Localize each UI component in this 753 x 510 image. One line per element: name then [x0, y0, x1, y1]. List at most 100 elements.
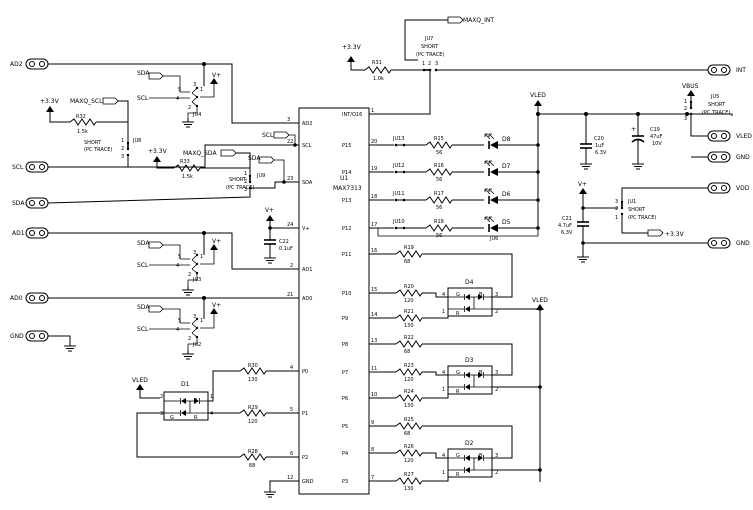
p33-arrow-left	[46, 106, 54, 112]
ju13-ref: JU13	[392, 136, 405, 142]
u1-ref: U1	[340, 175, 348, 182]
r33-resistor	[173, 164, 201, 172]
r32-ref: R32	[76, 114, 86, 120]
svg-text:3: 3	[244, 187, 247, 193]
r19-ref: R19	[404, 245, 414, 251]
svg-text:1: 1	[371, 108, 374, 114]
c21-volt: 6.3V	[561, 230, 573, 236]
c21-ref: C21	[562, 216, 572, 222]
ju11-jumper[interactable]	[394, 198, 406, 202]
u1-pin-scl: SCL	[302, 143, 312, 149]
r20-ref: R20	[404, 284, 414, 290]
ju2-jumper[interactable]	[191, 317, 199, 339]
r18-ref: R18	[434, 219, 444, 225]
d1-vled-label: VLED	[132, 377, 148, 384]
ju10-ref: JU10	[392, 219, 405, 225]
d2-g-label: G	[456, 453, 460, 459]
ju5-jumper[interactable]	[688, 100, 694, 116]
svg-text:3: 3	[193, 250, 196, 256]
c21-vplus-label: V+	[578, 181, 587, 188]
r31-ref: R31	[372, 60, 382, 66]
svg-text:2: 2	[495, 309, 498, 315]
p33-arrow-mid	[153, 156, 161, 162]
d5-ref: D5	[502, 219, 511, 226]
r19-resistor	[395, 250, 423, 258]
ju8-ref: JU8	[132, 138, 141, 144]
scl-connector[interactable]	[25, 161, 49, 173]
d6-led	[484, 188, 499, 205]
svg-text:4: 4	[442, 453, 445, 459]
ju1-trace: (PC TRACE)	[628, 215, 656, 221]
c20-ref: C20	[594, 136, 604, 142]
svg-text:1: 1	[684, 99, 687, 105]
r21-val: 130	[404, 323, 414, 329]
gnd-connector-label: GND	[10, 333, 24, 340]
svg-text:2: 2	[615, 206, 618, 212]
scl-net-label-u1: SCL	[262, 132, 274, 139]
ju3-jumper[interactable]	[191, 253, 199, 275]
r26-resistor	[395, 449, 423, 457]
u1-pin-p5: P5	[342, 424, 348, 430]
int-connector[interactable]	[707, 64, 731, 76]
r27-resistor	[395, 477, 423, 485]
svg-text:22: 22	[287, 139, 293, 145]
ju10-jumper[interactable]	[394, 226, 406, 230]
gnd-connector-top-label: GND	[736, 154, 750, 161]
ju8-short: SHORT	[84, 140, 102, 146]
c22-val: 0.1uF	[279, 246, 293, 252]
r33-val: 1.5k	[182, 174, 193, 180]
vled-label-top: VLED	[530, 92, 546, 99]
ju1-jumper[interactable]	[619, 200, 625, 216]
d4-rgb-led	[447, 287, 493, 317]
ju4-ref: JU4	[192, 112, 201, 118]
svg-text:21: 21	[287, 292, 293, 298]
p33-label-top: +3.3V	[342, 44, 362, 51]
r24-resistor	[395, 394, 423, 402]
ad2-connector[interactable]	[25, 58, 49, 70]
u1-pin-p4: P4	[342, 451, 348, 457]
r27-val: 130	[404, 486, 414, 492]
ad0-connector[interactable]	[25, 292, 49, 304]
c22-ref: C22	[279, 239, 289, 245]
ju8-jumper[interactable]	[126, 141, 130, 157]
gnd-connector-top[interactable]	[707, 151, 731, 163]
ju3-ground	[181, 285, 195, 296]
scl-net-label: SCL	[137, 95, 149, 102]
u1-part: MAX7313	[333, 185, 362, 192]
r26-val: 120	[404, 458, 414, 464]
r29-val: 120	[248, 419, 258, 425]
ad1-connector[interactable]	[25, 227, 49, 239]
svg-text:1: 1	[200, 87, 203, 93]
sda-connector[interactable]	[25, 197, 49, 209]
d2-rgb-led	[447, 448, 493, 478]
ju13-jumper[interactable]	[394, 143, 406, 147]
ju3-vplus-label: V+	[212, 238, 221, 245]
vdd-connector[interactable]	[707, 182, 731, 194]
c20-val: 1uF	[595, 143, 604, 149]
gnd-connector-right[interactable]	[707, 237, 731, 249]
gnd-connector[interactable]	[25, 330, 49, 342]
r22-resistor	[395, 340, 423, 348]
svg-text:2: 2	[684, 106, 687, 112]
d2-b-label: B	[479, 453, 483, 459]
ju4-jumper[interactable]	[191, 86, 199, 108]
r31-resistor	[364, 66, 392, 74]
d2-r-label: R	[456, 472, 460, 478]
c21-vplus-arrow	[579, 188, 587, 194]
svg-text:2: 2	[495, 470, 498, 476]
u1-pinnum-13: 13	[371, 338, 377, 344]
p33-label-mid: +3.3V	[148, 148, 168, 155]
vled-connector[interactable]	[707, 130, 731, 142]
svg-text:4: 4	[290, 365, 293, 371]
d7-led	[484, 160, 499, 177]
ju1-ref: JU1	[627, 199, 636, 205]
svg-text:5: 5	[178, 254, 181, 260]
ju12-jumper[interactable]	[394, 170, 406, 174]
maxq-int-label: MAXQ_INT	[463, 17, 494, 24]
r32-val: 1.5k	[77, 129, 88, 135]
r25-val: 68	[404, 431, 410, 437]
u1-pin-p15: P15	[342, 143, 351, 149]
svg-text:4: 4	[442, 292, 445, 298]
r23-resistor	[395, 368, 423, 376]
svg-text:1: 1	[200, 254, 203, 260]
